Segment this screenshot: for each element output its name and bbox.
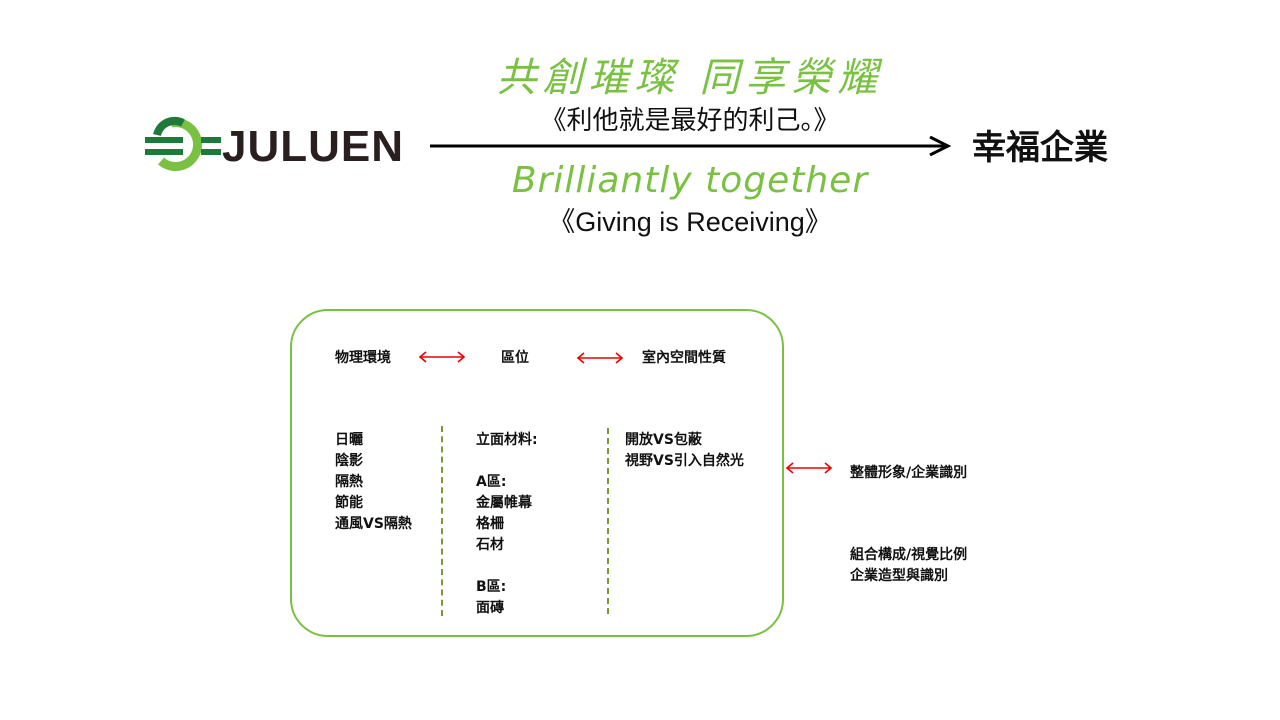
slogan-chinese: 共創璀璨 同享榮耀 bbox=[496, 55, 884, 101]
list-item: 隔熱 bbox=[335, 474, 363, 490]
list-item: 組合構成/視覺比例 bbox=[850, 547, 968, 563]
outside-label-identity: 整體形象/企業識別 bbox=[850, 465, 968, 481]
list-item: 陰影 bbox=[335, 453, 363, 469]
list-item: 金屬帷幕 bbox=[476, 495, 532, 511]
double-arrow-icon bbox=[418, 351, 466, 363]
arrow-right-icon bbox=[430, 136, 952, 156]
target-label: 幸福企業 bbox=[972, 128, 1108, 168]
list-item: A區: bbox=[476, 474, 507, 490]
list-item bbox=[476, 451, 538, 472]
list-item: 格柵 bbox=[476, 516, 504, 532]
divider bbox=[607, 428, 609, 614]
column-materials: 立面材料: A區: 金屬帷幕 格柵 石材 B區: 面磚 bbox=[476, 430, 538, 619]
outside-label-composition: 組合構成/視覺比例 企業造型與識別 bbox=[850, 545, 967, 587]
list-item: 節能 bbox=[335, 495, 363, 511]
list-item: 日曬 bbox=[335, 432, 363, 448]
list-item: 石材 bbox=[476, 537, 504, 553]
list-item: 通風VS隔熱 bbox=[335, 516, 412, 532]
header-interior-space: 室內空間性質 bbox=[642, 350, 726, 366]
double-arrow-icon bbox=[576, 352, 624, 364]
list-item: 企業造型與識別 bbox=[850, 568, 948, 584]
list-item: 視野VS引入自然光 bbox=[625, 453, 744, 469]
header-location: 區位 bbox=[501, 350, 529, 366]
list-item: 立面材料: bbox=[476, 432, 538, 448]
diagram-box bbox=[290, 309, 784, 637]
divider bbox=[441, 426, 443, 616]
motto-chinese: 《利他就是最好的利己。》 bbox=[540, 106, 840, 136]
header-physical-environment: 物理環境 bbox=[335, 350, 391, 366]
list-item: 面磚 bbox=[476, 600, 504, 616]
list-item bbox=[476, 556, 538, 577]
motto-english: 《Giving is Receiving》 bbox=[548, 207, 832, 237]
list-item: B區: bbox=[476, 579, 507, 595]
column-interior: 開放VS包蔽 視野VS引入自然光 bbox=[625, 430, 744, 472]
slogan-english: Brilliantly together bbox=[511, 160, 869, 201]
logo-text: JULUEN bbox=[222, 122, 405, 171]
column-physical: 日曬 陰影 隔熱 節能 通風VS隔熱 bbox=[335, 430, 412, 535]
double-arrow-icon bbox=[785, 462, 833, 474]
list-item: 開放VS包蔽 bbox=[625, 432, 702, 448]
juluen-logo-icon bbox=[145, 116, 221, 172]
